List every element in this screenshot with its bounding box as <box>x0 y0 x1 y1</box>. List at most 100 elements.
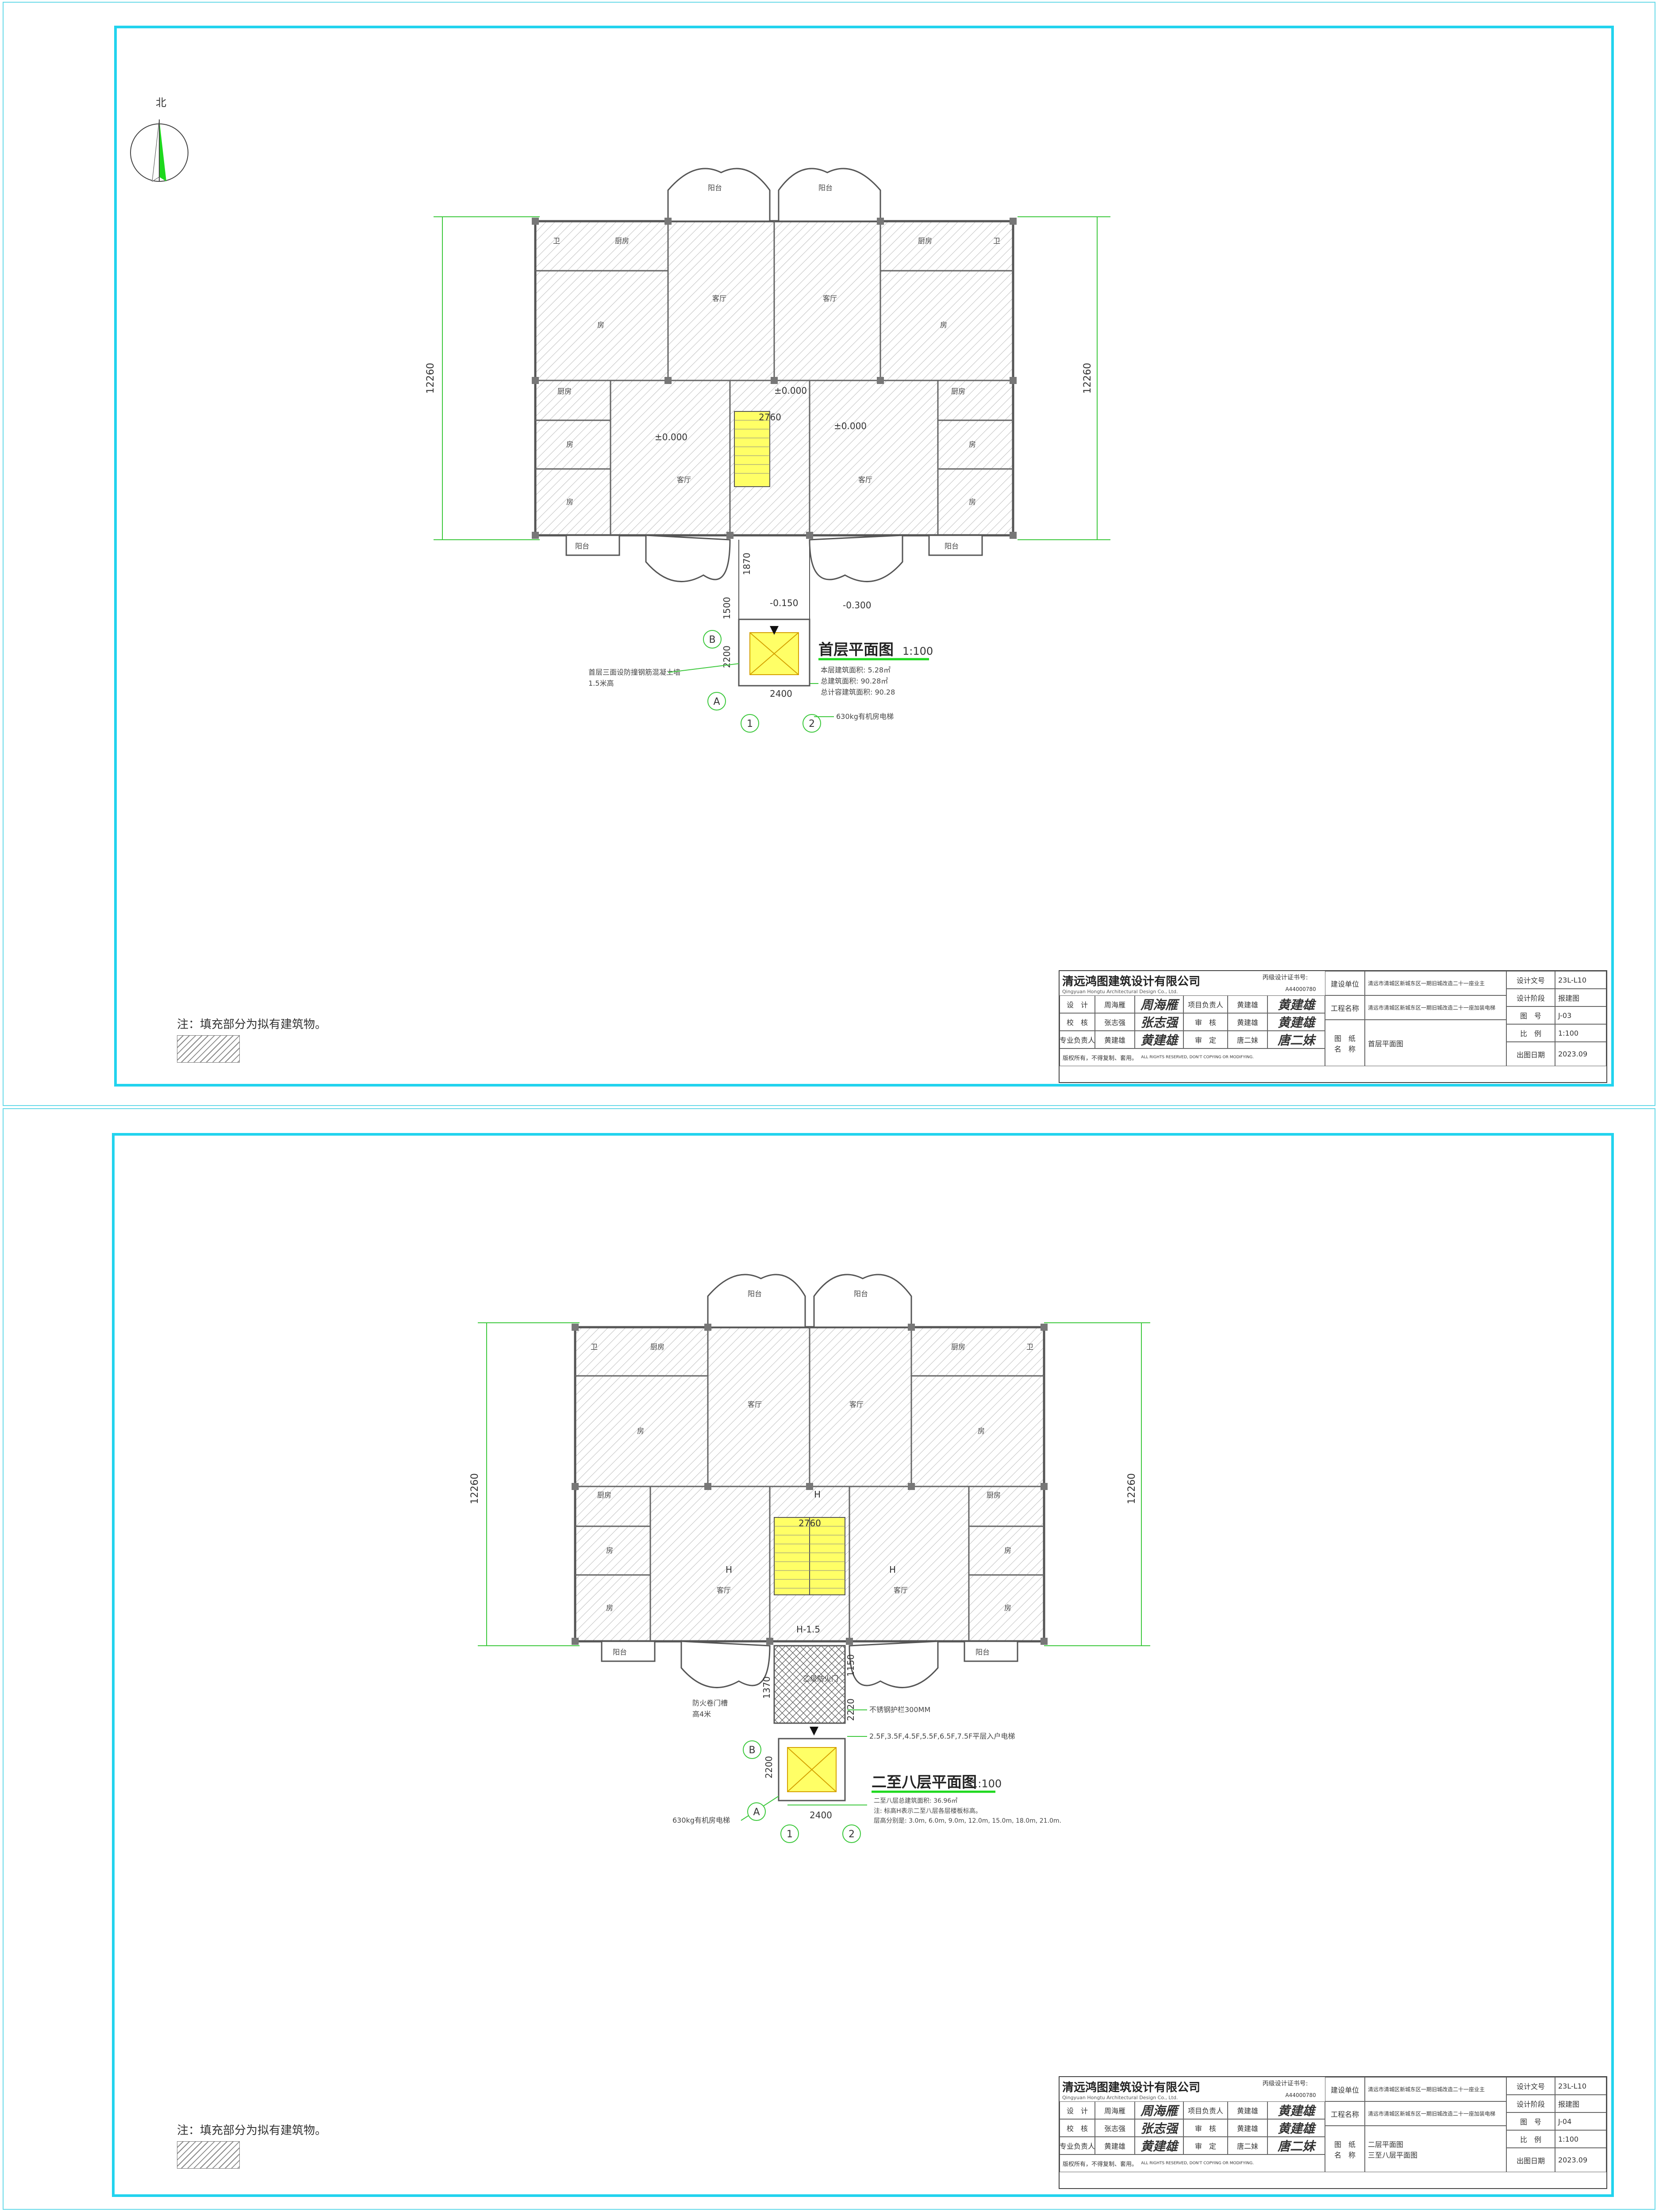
major-name: 黄建雄 <box>1095 2137 1135 2154</box>
check-name: 张志强 <box>1095 2119 1135 2137</box>
axis-A: A <box>753 1807 760 1818</box>
stair <box>734 411 770 487</box>
room-label: 客厅 <box>748 1400 762 1409</box>
drawing-name: 二层平面图 <box>1368 2140 1404 2149</box>
room-label: 卫 <box>553 237 560 245</box>
axis-B: B <box>749 1745 755 1756</box>
dimension-lines <box>478 1322 1150 1805</box>
axis-bubbles <box>743 1740 861 1843</box>
room-label: 客厅 <box>858 476 872 484</box>
elevator-annotation: 630kg有机房电梯 <box>672 1816 730 1824</box>
room-label: 房 <box>969 440 976 449</box>
signature: 周海雁 <box>1135 995 1183 1013</box>
fill-note-1: 注：填充部分为拟有建筑物。 <box>177 1018 327 1031</box>
docno-label: 设计文号 <box>1506 971 1555 989</box>
room-label: 房 <box>969 498 976 506</box>
room-label: 厨房 <box>951 1343 965 1351</box>
door-annotation: 乙级防火门 <box>803 1674 838 1683</box>
drawing-frame-1 <box>114 26 1614 1087</box>
owner-label: 建设单位 <box>1325 971 1365 995</box>
hatch-legend-2 <box>177 2141 240 2169</box>
area-note: 总计容建筑面积: 90.28 <box>821 688 895 696</box>
signature: 张志强 <box>1135 2119 1183 2137</box>
signature: 黄建雄 <box>1267 2101 1325 2119</box>
sheet-no: J-03 <box>1555 1006 1606 1024</box>
room-label: 房 <box>566 498 573 506</box>
owner: 清远市清城区新城东区一期旧城改造二十一座业主 <box>1365 2077 1506 2101</box>
stage-label: 设计阶段 <box>1506 2095 1555 2112</box>
signature: 周海雁 <box>1135 2101 1183 2119</box>
title-block-1: 清远鸿图建筑设计有限公司 Qingyuan Hongtu Architectur… <box>1059 970 1607 1083</box>
room-label: 厨房 <box>918 237 932 245</box>
signature: 唐二妹 <box>1267 2137 1325 2154</box>
date: 2023.09 <box>1555 2148 1606 2172</box>
axis-2: 2 <box>849 1829 855 1840</box>
review-name: 黄建雄 <box>1228 1013 1267 1031</box>
room-label: 阳台 <box>708 184 722 192</box>
corridor <box>773 1645 846 1724</box>
floor-plan-1: 12260 12260 阳台 阳台 厨房 厨房 <box>425 168 1110 733</box>
copyright-en: ALL RIGHTS RESERVED, DON'T COPYING OR MO… <box>1141 2161 1254 2166</box>
elevation-label: ±0.000 <box>834 421 867 431</box>
plan-title: 首层平面图 <box>818 641 894 659</box>
room-label: 客厅 <box>717 1586 731 1594</box>
scale: 1:100 <box>1555 2130 1606 2148</box>
north-label: 北 <box>156 96 166 109</box>
room-label: 房 <box>597 321 604 329</box>
interior-walls <box>535 221 1013 535</box>
approve-name: 唐二妹 <box>1228 1031 1267 1048</box>
row-major: 专业负责人 <box>1060 2137 1095 2154</box>
project: 清远市清城区新城东区一期旧城改造二十一座加装电梯 <box>1365 2101 1506 2126</box>
axis-1: 1 <box>787 1829 793 1840</box>
scale: 1:100 <box>1555 1024 1606 1042</box>
copyright: 版权所有，不得复制、套用。 <box>1063 2161 1138 2168</box>
level-label: H <box>889 1564 896 1575</box>
north-arrow-icon: 北 <box>130 96 188 182</box>
dim-overall-left: 12260 <box>425 363 436 394</box>
room-label: 房 <box>940 321 947 329</box>
stage: 报建图 <box>1555 2095 1606 2112</box>
pm-name: 黄建雄 <box>1228 2101 1267 2119</box>
dim-1870: 1870 <box>741 553 752 575</box>
plan-scale: 1:100 <box>902 645 933 657</box>
check-name: 张志强 <box>1095 1013 1135 1031</box>
pm-name: 黄建雄 <box>1228 995 1267 1013</box>
drawing-name: 首层平面图 <box>1365 1020 1506 1066</box>
sheetno-label: 图 号 <box>1506 1006 1555 1024</box>
balconies <box>601 1274 1018 1688</box>
axis-A: A <box>713 696 720 707</box>
row-design: 设 计 <box>1060 995 1095 1013</box>
firm-name: 清远鸿图建筑设计有限公司 <box>1062 2081 1201 2094</box>
level-label: H-1.5 <box>796 1624 820 1635</box>
room-label: 房 <box>637 1427 644 1435</box>
docno: 23L-L10 <box>1555 971 1606 989</box>
elevation-label: ±0.000 <box>774 385 807 396</box>
level-label: H <box>726 1564 732 1575</box>
elevation-label: -0.300 <box>843 600 871 611</box>
date-label: 出图日期 <box>1506 1042 1555 1066</box>
elevation-label: -0.150 <box>770 598 798 608</box>
room-label: 房 <box>978 1427 985 1435</box>
owner: 清远市清城区新城东区一期旧城改造二十一座业主 <box>1365 971 1506 995</box>
axis-bubbles <box>703 630 821 733</box>
wall-annotation: 1.5米高 <box>588 679 614 687</box>
wall-annotation: 首层三面设防撞钢筋混凝土墙 <box>588 668 680 676</box>
copyright: 版权所有，不得复制、套用。 <box>1063 1055 1138 1062</box>
room-label: 卫 <box>993 237 1000 245</box>
sheet-1 <box>3 2 1655 1106</box>
axis-2: 2 <box>809 718 815 730</box>
columns <box>572 1324 1048 1645</box>
room-label: 卫 <box>1026 1343 1033 1351</box>
firm-name: 清远鸿图建筑设计有限公司 <box>1062 975 1201 988</box>
room-label: 房 <box>1004 1604 1011 1612</box>
drawing-name-2: 三至八层平面图 <box>1368 2151 1418 2159</box>
room-label: 房 <box>1004 1546 1011 1555</box>
row-design: 设 计 <box>1060 2101 1095 2119</box>
signature: 黄建雄 <box>1267 1013 1325 1031</box>
room-label: 房 <box>566 440 573 449</box>
drawing-label: 图 纸 名 称 <box>1325 1020 1365 1066</box>
entry-annotation: 2.5F,3.5F,4.5F,5.5F,6.5F,7.5F平层入户电梯 <box>869 1732 1015 1740</box>
room-label: 卫 <box>591 1343 598 1351</box>
room-label: 房 <box>606 1546 613 1555</box>
sheet-2 <box>3 1108 1655 2210</box>
